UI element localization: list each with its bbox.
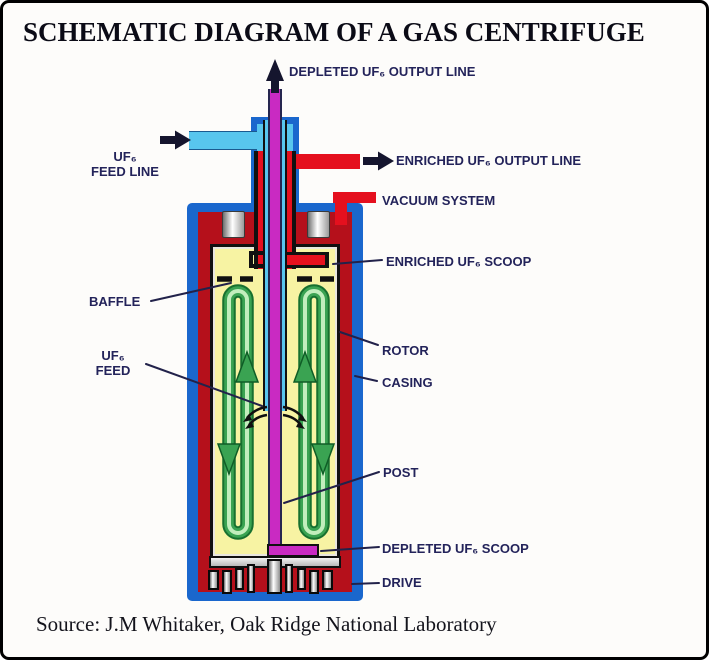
feed-line-label-line1: UF₆	[113, 149, 137, 164]
depleted-center-post	[268, 89, 282, 551]
drive-magnet-bar	[322, 570, 333, 590]
enriched-output-label: ENRICHED UF₆ OUTPUT LINE	[396, 153, 582, 168]
uf6-feed-label-line2: FEED	[95, 363, 131, 378]
enriched-arrow-icon	[363, 151, 394, 171]
vacuum-pipe-vertical	[335, 199, 347, 225]
drive-label: DRIVE	[382, 575, 422, 590]
depleted-scoop-label: DEPLETED UF₆ SCOOP	[382, 541, 529, 556]
enriched-output-pipe	[294, 154, 360, 169]
enriched-scoop-arm	[284, 255, 325, 265]
top-bearing-right	[307, 211, 330, 238]
depleted-scoop-arm	[267, 544, 319, 557]
baffle-label: BAFFLE	[89, 294, 141, 309]
uf6-feed-label: UF₆ FEED	[58, 348, 168, 378]
casing-label: CASING	[382, 375, 433, 390]
drive-magnet-bar	[285, 564, 293, 593]
feed-line-label: UF₆ FEED LINE	[70, 149, 180, 179]
depleted-output-arrow-icon	[266, 59, 284, 93]
enriched-scoop-label: ENRICHED UF₆ SCOOP	[386, 254, 532, 269]
uf6-feed-pipe	[189, 131, 257, 150]
vacuum-pipe-horizontal	[333, 192, 376, 203]
feed-arrow-icon	[160, 130, 191, 150]
feed-line-label-line2: FEED LINE	[91, 164, 159, 179]
uf6-feed-label-line1: UF₆	[101, 348, 125, 363]
drive-shaft-bar	[267, 559, 282, 594]
drive-magnet-bar	[247, 564, 255, 593]
drive-magnet-bar	[222, 570, 232, 594]
rotor-label: ROTOR	[382, 343, 429, 358]
source-credit: Source: J.M Whitaker, Oak Ridge National…	[36, 612, 497, 636]
page-title: SCHEMATIC DIAGRAM OF A GAS CENTRIFUGE	[23, 17, 645, 47]
drive-magnet-bar	[208, 570, 219, 590]
drive-magnet-bar	[235, 568, 244, 590]
vacuum-system-label: VACUUM SYSTEM	[382, 193, 496, 208]
top-bearing-left	[222, 211, 245, 238]
depleted-output-label: DEPLETED UF₆ OUTPUT LINE	[289, 64, 476, 79]
post-label: POST	[383, 465, 419, 480]
drive-magnet-bar	[297, 568, 306, 590]
drive-magnet-bar	[309, 570, 319, 594]
